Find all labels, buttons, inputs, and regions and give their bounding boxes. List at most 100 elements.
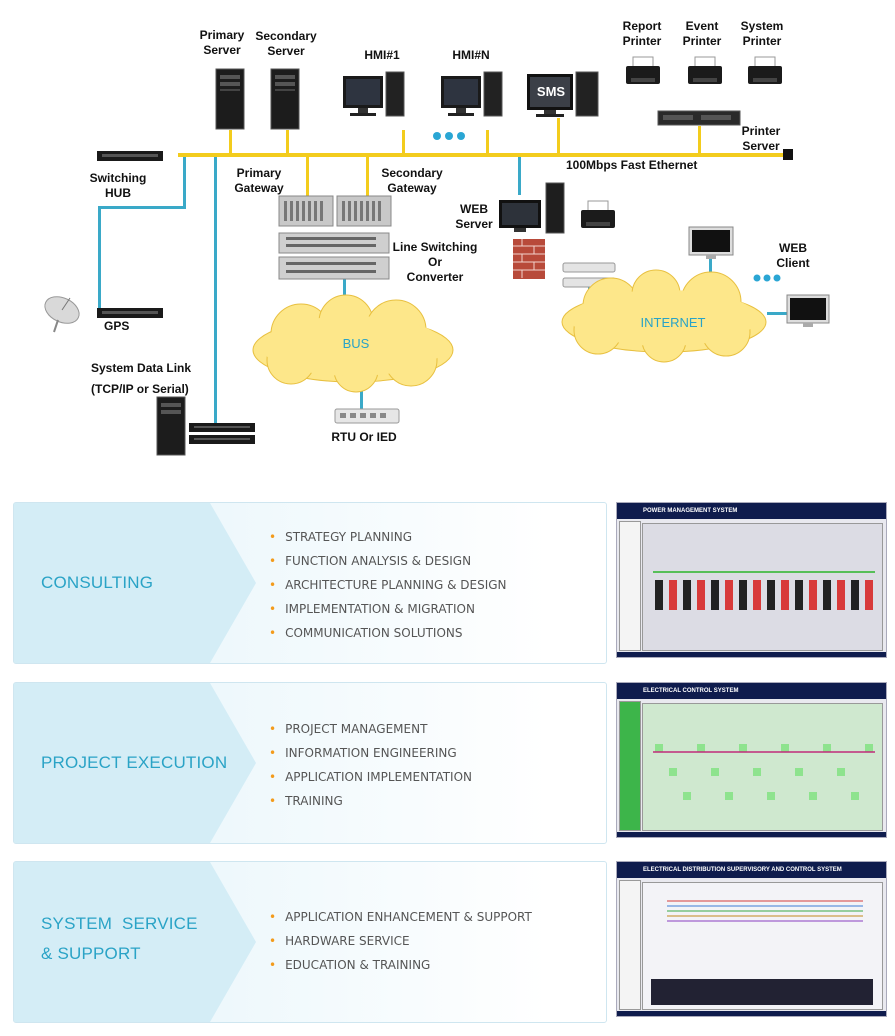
- thumb-canvas: [642, 523, 883, 651]
- service-item-label: TRAINING: [285, 794, 343, 808]
- web-server-label: WEB Server: [455, 202, 493, 231]
- service-title-line: PROJECT EXECUTION: [41, 753, 228, 772]
- internet-switch-icon: [562, 262, 616, 288]
- bus-label: BUS: [342, 336, 370, 351]
- report-printer-icon: [626, 56, 660, 84]
- sms-label: SMS: [536, 84, 566, 99]
- service-item: •FUNCTION ANALYSIS & DESIGN: [269, 549, 507, 573]
- service-item: • APPLICATION IMPLEMENTATION: [269, 765, 472, 789]
- internet-label: INTERNET: [640, 315, 706, 330]
- thumb-sidebar: [619, 521, 641, 651]
- hmin-workstation-icon: [441, 71, 503, 117]
- system-data-link-label: System Data Link: [91, 361, 192, 375]
- rtu-icon: [334, 408, 400, 424]
- service-title: CONSULTING: [41, 568, 153, 598]
- thumb-status-bar: [617, 832, 886, 837]
- link-bus: [343, 278, 346, 298]
- service-item: •STRATEGY PLANNING: [269, 525, 507, 549]
- service-item: • PROJECT MANAGEMENT: [269, 717, 472, 741]
- drop-secondary-gateway: [366, 156, 369, 196]
- link-web-server: [518, 157, 521, 195]
- bullet-icon: •: [269, 722, 277, 736]
- service-title-line: SYSTEM SERVICE: [41, 914, 198, 933]
- bullet-icon: •: [269, 530, 277, 544]
- thumb-status-bar: [617, 652, 886, 657]
- bullet-icon: •: [269, 958, 277, 972]
- thumb-header: ELECTRICAL DISTRIBUTION SUPERVISORY AND …: [617, 862, 886, 878]
- web-printer-icon: [581, 200, 615, 228]
- primary-server-label: Primary Server: [199, 28, 245, 57]
- switching-hub-icon: [97, 151, 163, 161]
- printer-server-icon: [657, 110, 741, 126]
- service-item-label: APPLICATION IMPLEMENTATION: [285, 770, 473, 784]
- service-title-line: & SUPPORT: [41, 944, 141, 963]
- web-client-monitor-2-icon: [786, 294, 830, 327]
- bullet-icon: •: [269, 770, 277, 784]
- service-title: SYSTEM SERVICE & SUPPORT: [41, 909, 198, 969]
- service-panel: SYSTEM SERVICE & SUPPORT •APPLICATION ENHA…: [13, 861, 607, 1023]
- primary-gateway-icon: [278, 195, 334, 227]
- hmi1-workstation-icon: [343, 71, 405, 117]
- gps-device-icon: [97, 308, 163, 318]
- primary-gateway-label: Primary Gateway: [234, 166, 284, 195]
- service-item-label: PROJECT MANAGEMENT: [285, 722, 428, 736]
- satellite-dish-icon: [44, 296, 80, 333]
- hmi-screenshot-thumbnail: ELECTRICAL CONTROL SYSTEM: [616, 682, 887, 838]
- thumb-status-bar: [617, 1011, 886, 1016]
- bullet-icon: •: [269, 554, 277, 568]
- bullet-icon: •: [269, 578, 277, 592]
- link-hub-gps-v2: [98, 206, 101, 310]
- chevron-arrow-icon: [14, 503, 256, 663]
- web-client-monitor-icon: [688, 226, 734, 259]
- service-item: • ARCHITECTURE PLANNING & DESIGN: [269, 573, 507, 597]
- service-item: •EDUCATION & TRAINING: [269, 953, 532, 977]
- link-hub-gps-h: [98, 206, 186, 209]
- thumb-schematic: [653, 571, 875, 610]
- thumb-canvas: [642, 882, 883, 1010]
- line-switching-icon: [278, 232, 390, 280]
- thumb-schematic: [651, 900, 873, 1005]
- backbone-terminator: [783, 149, 793, 160]
- service-item: •INFORMATION ENGINEERING: [269, 741, 472, 765]
- drop-hmi1: [402, 130, 405, 154]
- report-printer-label: Report Printer: [622, 19, 662, 48]
- network-diagram: Primary Server Secondary Server HMI#1 HM…: [0, 0, 895, 470]
- bullet-icon: •: [269, 602, 277, 616]
- ethernet-label: 100Mbps Fast Ethernet: [566, 158, 698, 172]
- web-client-label: WEB Client: [776, 241, 810, 270]
- hmi-screenshot-thumbnail: POWER MANAGEMENT SYSTEM: [616, 502, 887, 658]
- service-item-label: ARCHITECTURE PLANNING & DESIGN: [285, 578, 507, 592]
- hmi-screenshot-thumbnail: ELECTRICAL DISTRIBUTION SUPERVISORY AND …: [616, 861, 887, 1017]
- drop-printer-server: [698, 126, 701, 154]
- thumb-header: POWER MANAGEMENT SYSTEM: [617, 503, 886, 519]
- drop-primary-gateway: [306, 156, 309, 196]
- service-item-list: •APPLICATION ENHANCEMENT & SUPPORT•HARDW…: [269, 905, 532, 977]
- service-item-list: • PROJECT MANAGEMENT •INFORMATION ENGINEER…: [269, 717, 472, 813]
- drop-secondary-server: [286, 130, 289, 154]
- link-datalink: [214, 157, 217, 427]
- hmi1-label: HMI#1: [364, 48, 400, 62]
- bullet-icon: •: [269, 910, 277, 924]
- secondary-gateway-icon: [336, 195, 392, 227]
- service-title: PROJECT EXECUTION: [41, 748, 227, 778]
- service-title-line: CONSULTING: [41, 573, 154, 592]
- internet-cloud: [561, 269, 767, 363]
- secondary-gateway-label: Secondary Gateway: [381, 166, 443, 195]
- thumb-header: ELECTRICAL CONTROL SYSTEM: [617, 683, 886, 699]
- data-link-server-icon: [156, 396, 186, 456]
- link-internet-client2: [767, 312, 787, 315]
- rtu-label: RTU Or IED: [331, 430, 397, 444]
- event-printer-label: Event Printer: [682, 19, 722, 48]
- thumb-sidebar: [619, 880, 641, 1010]
- bullet-icon: •: [269, 746, 277, 760]
- bullet-icon: •: [269, 626, 277, 640]
- service-panel: CONSULTING •STRATEGY PLANNING•FUNCTION AN…: [13, 502, 607, 664]
- service-item: •TRAINING: [269, 789, 472, 813]
- service-item-label: COMMUNICATION SOLUTIONS: [285, 626, 463, 640]
- thumb-sidebar: [619, 701, 641, 831]
- system-printer-icon: [748, 56, 782, 84]
- link-hub-gps-v1: [183, 157, 186, 209]
- thumb-title: ELECTRICAL DISTRIBUTION SUPERVISORY AND …: [643, 867, 842, 873]
- service-item: •HARDWARE SERVICE: [269, 929, 532, 953]
- service-item-label: HARDWARE SERVICE: [285, 934, 410, 948]
